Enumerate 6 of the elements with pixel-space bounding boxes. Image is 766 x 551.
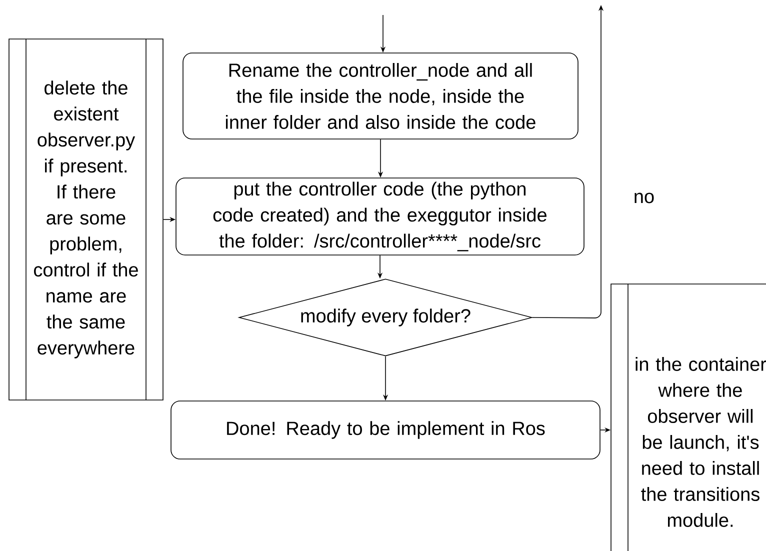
process-box: in the container where the observer will be launch, it's need to install the transitions module.	[610, 284, 766, 551]
process-box: delete the existent observer.py if present. If there are some problem, control if the name are the same everywhere	[8, 38, 164, 400]
process-box: Done! Ready to be implement in Ros	[170, 400, 600, 460]
process-box: put the controller code (the python code created) and the exeggutor inside the folder: /src/controller****_node/src	[176, 178, 584, 256]
edge-label: no	[632, 192, 656, 204]
process-box: Rename the controller_node and all the file inside the node, inside the inner folder and also inside the code	[182, 52, 578, 140]
